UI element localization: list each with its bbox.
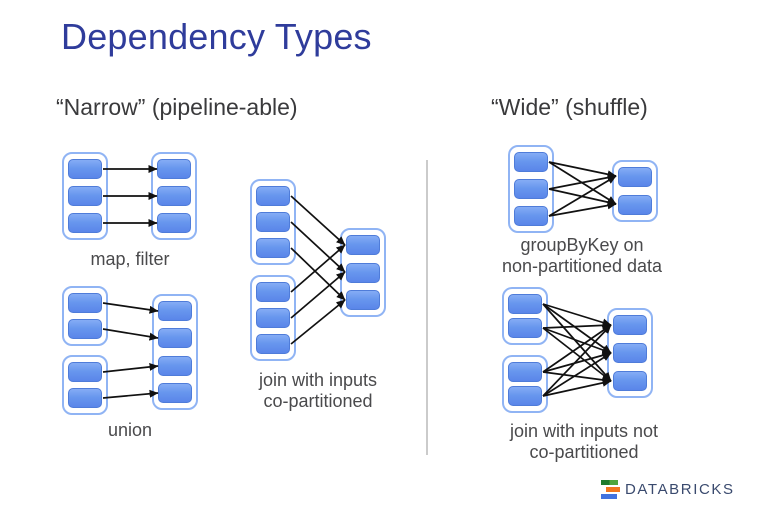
mapfilter-output-partition — [151, 152, 197, 240]
union-input-partition-1 — [62, 286, 108, 346]
logo-bar-blue — [601, 494, 617, 499]
diagram-label-join-not-co: join with inputs not co-partitioned — [510, 421, 658, 463]
task-block — [514, 206, 548, 226]
task-block — [256, 334, 290, 354]
task-block — [158, 355, 192, 376]
joinco-input-partition-2 — [250, 275, 296, 361]
section-heading-narrow: “Narrow” (pipeline-able) — [56, 94, 298, 120]
task-block — [346, 262, 380, 283]
mapfilter-input-partition — [62, 152, 108, 240]
task-block — [158, 382, 192, 403]
union-output-partition — [152, 294, 198, 410]
diagram-label-groupbykey-line2: non-partitioned data — [501, 256, 663, 276]
diagram-label-join-co: join with inputs co-partitioned — [259, 370, 377, 412]
task-block — [68, 213, 102, 233]
task-block — [157, 159, 191, 179]
logo-bar-green — [601, 480, 618, 485]
groupbykey-arrows — [548, 161, 617, 217]
diagram-label-union: union — [107, 420, 153, 440]
task-block — [346, 235, 380, 255]
task-block — [514, 152, 548, 172]
diagram-label-join-not-co-line2: co-partitioned — [529, 442, 639, 462]
diagram-label-groupbykey: groupByKey on non-partitioned data — [502, 235, 662, 277]
task-block — [256, 308, 290, 328]
task-block — [157, 186, 191, 206]
diagram-label-groupbykey-line1: groupByKey on — [520, 235, 644, 255]
union-arrows — [102, 302, 159, 399]
databricks-logo-icon — [601, 480, 620, 499]
joinnotco-input-partition-2 — [502, 355, 548, 413]
section-heading-wide: “Wide” (shuffle) — [491, 94, 648, 120]
task-block — [514, 179, 548, 199]
task-block — [613, 371, 647, 391]
task-block — [618, 195, 652, 215]
task-block — [158, 301, 192, 321]
task-block — [508, 294, 542, 314]
diagram-label-join-co-line1: join with inputs — [258, 370, 378, 390]
map-filter-arrows — [103, 165, 158, 227]
databricks-logo-text: DATABRICKS — [625, 481, 735, 498]
task-block — [68, 293, 102, 313]
task-block — [157, 213, 191, 233]
groupbykey-output-partition — [612, 160, 658, 222]
task-block — [68, 159, 102, 179]
task-block — [508, 318, 542, 338]
task-block — [256, 186, 290, 206]
task-block — [158, 328, 192, 349]
diagram-label-join-not-co-line1: join with inputs not — [509, 421, 659, 441]
task-block — [613, 343, 647, 363]
joinnotco-output-partition — [607, 308, 653, 398]
task-block — [346, 290, 380, 310]
section-divider — [426, 160, 428, 455]
join-not-co-partitioned-arrows — [542, 303, 612, 397]
task-block — [256, 212, 290, 232]
task-block — [508, 386, 542, 406]
task-block — [68, 186, 102, 206]
task-block — [256, 282, 290, 302]
diagram-label-map-filter: map, filter — [90, 249, 170, 269]
joinnotco-input-partition-1 — [502, 287, 548, 345]
task-block — [68, 388, 102, 408]
logo-bar-orange — [606, 487, 620, 492]
task-block — [68, 319, 102, 339]
task-block — [68, 362, 102, 382]
task-block — [508, 362, 542, 382]
diagram-label-join-co-line2: co-partitioned — [263, 391, 373, 411]
joinco-input-partition-1 — [250, 179, 296, 265]
task-block — [618, 167, 652, 187]
union-input-partition-2 — [62, 355, 108, 415]
databricks-logo: DATABRICKS — [601, 480, 735, 499]
task-block — [613, 315, 647, 335]
slide-title: Dependency Types — [61, 16, 372, 57]
groupbykey-input-partition — [508, 145, 554, 233]
task-block — [256, 238, 290, 258]
joinco-output-partition — [340, 228, 386, 317]
join-co-partitioned-arrows — [290, 195, 346, 345]
